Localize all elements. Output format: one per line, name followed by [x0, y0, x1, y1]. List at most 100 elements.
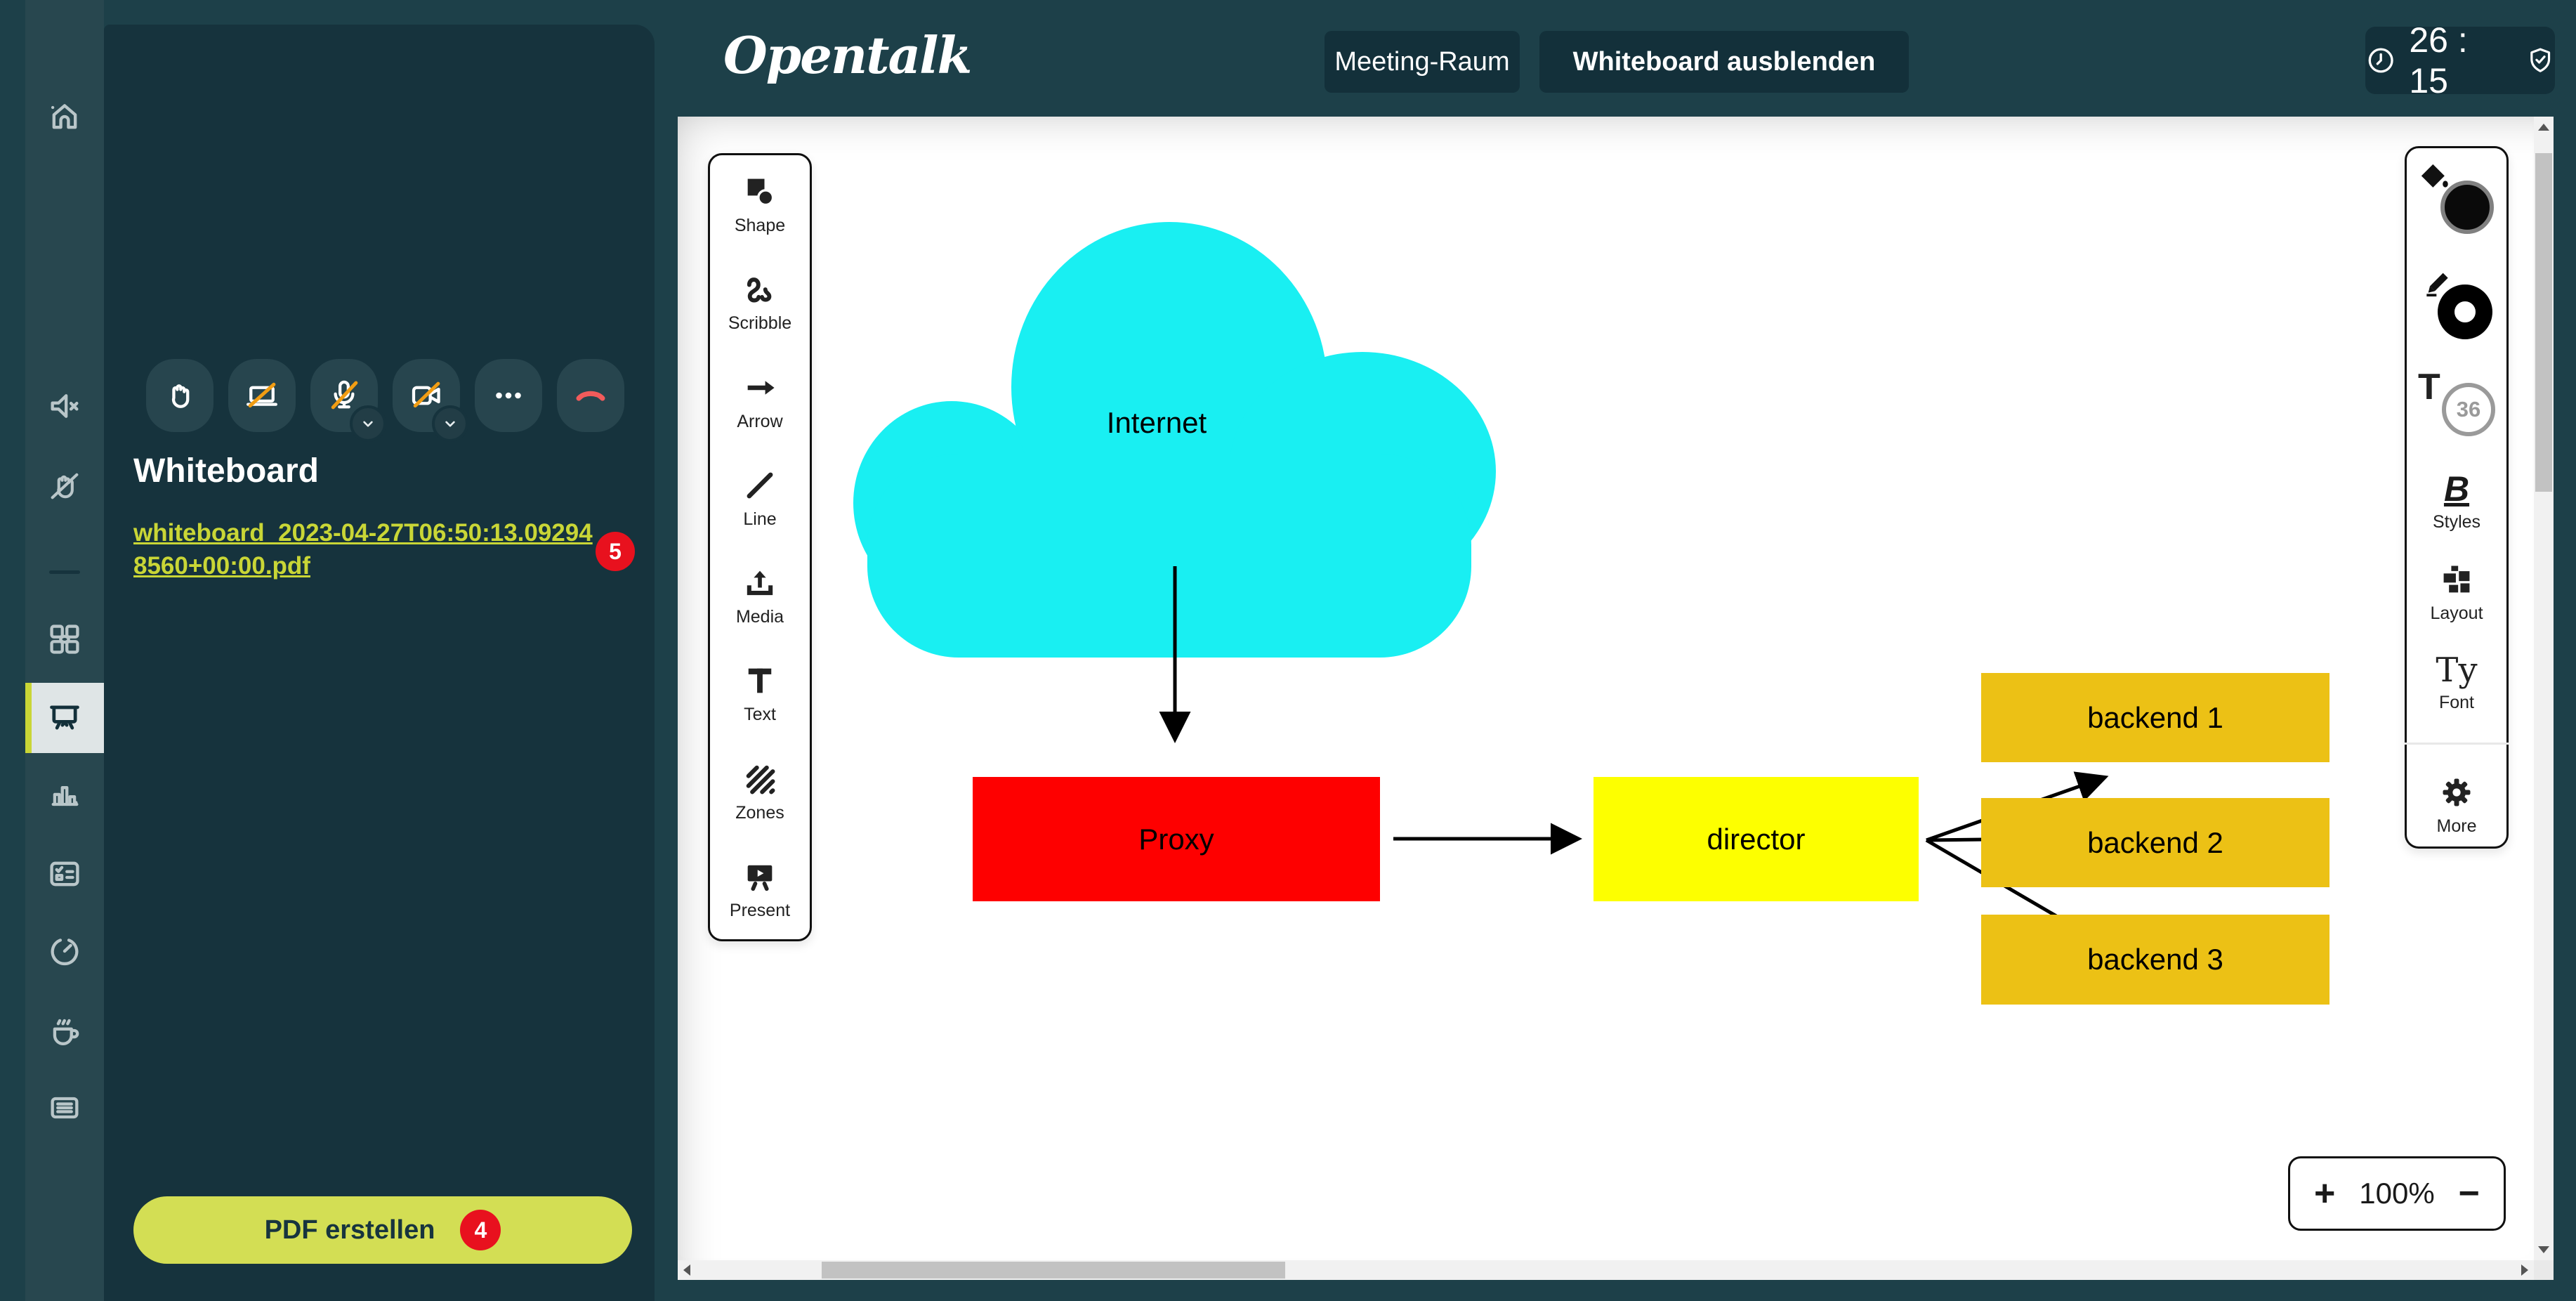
sidebar-item-grid-view[interactable] [25, 604, 104, 674]
tool-present[interactable]: Present [730, 858, 790, 921]
toolbar-divider [2405, 743, 2509, 745]
protocol-icon [51, 1097, 79, 1119]
scroll-right-arrow[interactable] [2521, 1264, 2528, 1276]
tool-scribble[interactable]: Scribble [728, 271, 791, 334]
internet-cloud-shape[interactable] [853, 222, 1496, 658]
screen-share-off-button[interactable] [228, 359, 296, 432]
tool-text[interactable]: Text [742, 662, 778, 725]
sidebar-item-poll[interactable] [25, 760, 104, 830]
internet-node-label[interactable]: Internet [1106, 406, 1207, 439]
gear-icon [2443, 778, 2471, 806]
tool-label: Media [735, 607, 784, 627]
text-size-value: 36 [2442, 382, 2495, 436]
backend2-node[interactable]: backend 2 [1981, 798, 2329, 887]
more-options-button[interactable] [475, 359, 542, 432]
microphone-options-button[interactable] [350, 405, 386, 442]
horizontal-scrollbar[interactable] [678, 1260, 2534, 1280]
camera-options-button[interactable] [432, 405, 468, 442]
opentalk-logo: Opentalk [723, 25, 972, 85]
font-button[interactable]: Ty Font [2436, 653, 2477, 713]
fill-color-picker[interactable] [2418, 162, 2495, 240]
tool-label: Text [744, 705, 776, 725]
camera-off-button[interactable] [393, 359, 468, 442]
coffee-break-icon [53, 1019, 79, 1046]
tool-arrow[interactable]: Arrow [737, 370, 783, 432]
sidebar-item-whiteboard[interactable] [25, 683, 104, 753]
call-controls [146, 359, 624, 442]
tool-label: Arrow [737, 411, 783, 431]
grid-view-icon [50, 625, 79, 654]
sidebar-item-timer[interactable] [25, 916, 104, 986]
backend3-node[interactable]: backend 3 [1981, 915, 2329, 1005]
sidebar-divider [49, 570, 80, 574]
vertical-scrollbar[interactable] [2534, 117, 2554, 1260]
tool-zones[interactable]: Zones [735, 761, 784, 823]
horizontal-scroll-thumb[interactable] [822, 1262, 1285, 1279]
sidebar-item-protocol[interactable] [25, 1073, 104, 1143]
ballot-icon [50, 861, 79, 887]
font-Ty-icon: Ty [2436, 650, 2478, 691]
clock-icon [2368, 48, 2393, 73]
text-size-T-icon: T [2418, 366, 2440, 407]
text-size-control[interactable]: T 36 [2418, 366, 2495, 442]
scroll-down-arrow[interactable] [2538, 1246, 2549, 1253]
scrollbar-corner [2534, 1260, 2554, 1280]
layout-button[interactable]: Layout [2430, 561, 2483, 624]
more-options-icon [496, 392, 521, 399]
timer-icon [51, 939, 79, 966]
scroll-up-arrow[interactable] [2538, 124, 2549, 131]
microphone-off-button[interactable] [310, 359, 386, 442]
hand-lowered-icon [51, 473, 79, 499]
create-pdf-button[interactable]: PDF erstellen 4 [133, 1196, 632, 1264]
tool-label: Line [743, 509, 777, 529]
tool-label: More [2436, 816, 2477, 836]
pencil-icon [2426, 273, 2448, 296]
tool-label: Present [729, 900, 791, 920]
styles-button[interactable]: B Styles [2433, 471, 2480, 532]
tool-label: Zones [735, 802, 784, 823]
arrow-icon [747, 380, 775, 395]
end-call-button[interactable] [557, 359, 624, 432]
paint-bucket-icon [2421, 164, 2448, 188]
camera-off-icon [412, 381, 440, 408]
pdf-count-badge: 4 [460, 1210, 501, 1250]
end-call-icon [576, 391, 605, 401]
poll-icon [51, 786, 79, 806]
zoom-out-button[interactable]: − [2458, 1173, 2480, 1214]
backend1-node[interactable]: backend 1 [1981, 673, 2329, 762]
tool-label: Shape [734, 216, 786, 235]
scroll-left-arrow[interactable] [683, 1264, 690, 1276]
vertical-scroll-thumb[interactable] [2535, 153, 2552, 492]
whiteboard-pdf-link[interactable]: whiteboard_2023-04-27T06:50:13.092948560… [133, 519, 593, 580]
speaker-muted-icon [51, 394, 79, 418]
sidebar-item-hand-lowered[interactable] [25, 451, 104, 521]
sidebar-item-home[interactable] [25, 81, 104, 152]
screen-share-off-icon [247, 382, 277, 408]
meeting-timer: 26 : 15 [2365, 20, 2555, 100]
meeting-room-button[interactable]: Meeting-Raum [1325, 31, 1520, 93]
tool-media[interactable]: Media [736, 565, 784, 627]
zoom-in-button[interactable]: + [2314, 1173, 2336, 1214]
sidebar-item-ballot[interactable] [25, 839, 104, 909]
sidebar-item-audio-muted[interactable] [25, 371, 104, 441]
line-icon [747, 472, 773, 499]
timer-value: 26 : 15 [2409, 20, 2468, 100]
home-icon [51, 104, 77, 129]
tool-line[interactable]: Line [742, 467, 778, 530]
stroke-color-picker[interactable] [2418, 269, 2495, 342]
whiteboard-canvas[interactable]: Internet Proxy director backend 1 backen… [678, 117, 2554, 1280]
director-node[interactable]: director [1593, 777, 1919, 901]
tool-shape[interactable]: Shape [735, 174, 785, 236]
file-count-badge: 5 [596, 532, 635, 571]
raise-hand-button[interactable] [146, 359, 213, 432]
hide-whiteboard-button[interactable]: Whiteboard ausblenden [1539, 31, 1909, 93]
sidebar [25, 0, 104, 1301]
more-tools-button[interactable]: More [2436, 774, 2477, 837]
zoom-level: 100% [2359, 1177, 2435, 1210]
meeting-panel: Whiteboard whiteboard_2023-04-27T06:50:1… [104, 25, 655, 1301]
microphone-off-icon [331, 380, 358, 410]
proxy-node[interactable]: Proxy [973, 777, 1380, 901]
sidebar-item-coffee-break[interactable] [25, 995, 104, 1066]
tool-label: Layout [2430, 603, 2483, 624]
